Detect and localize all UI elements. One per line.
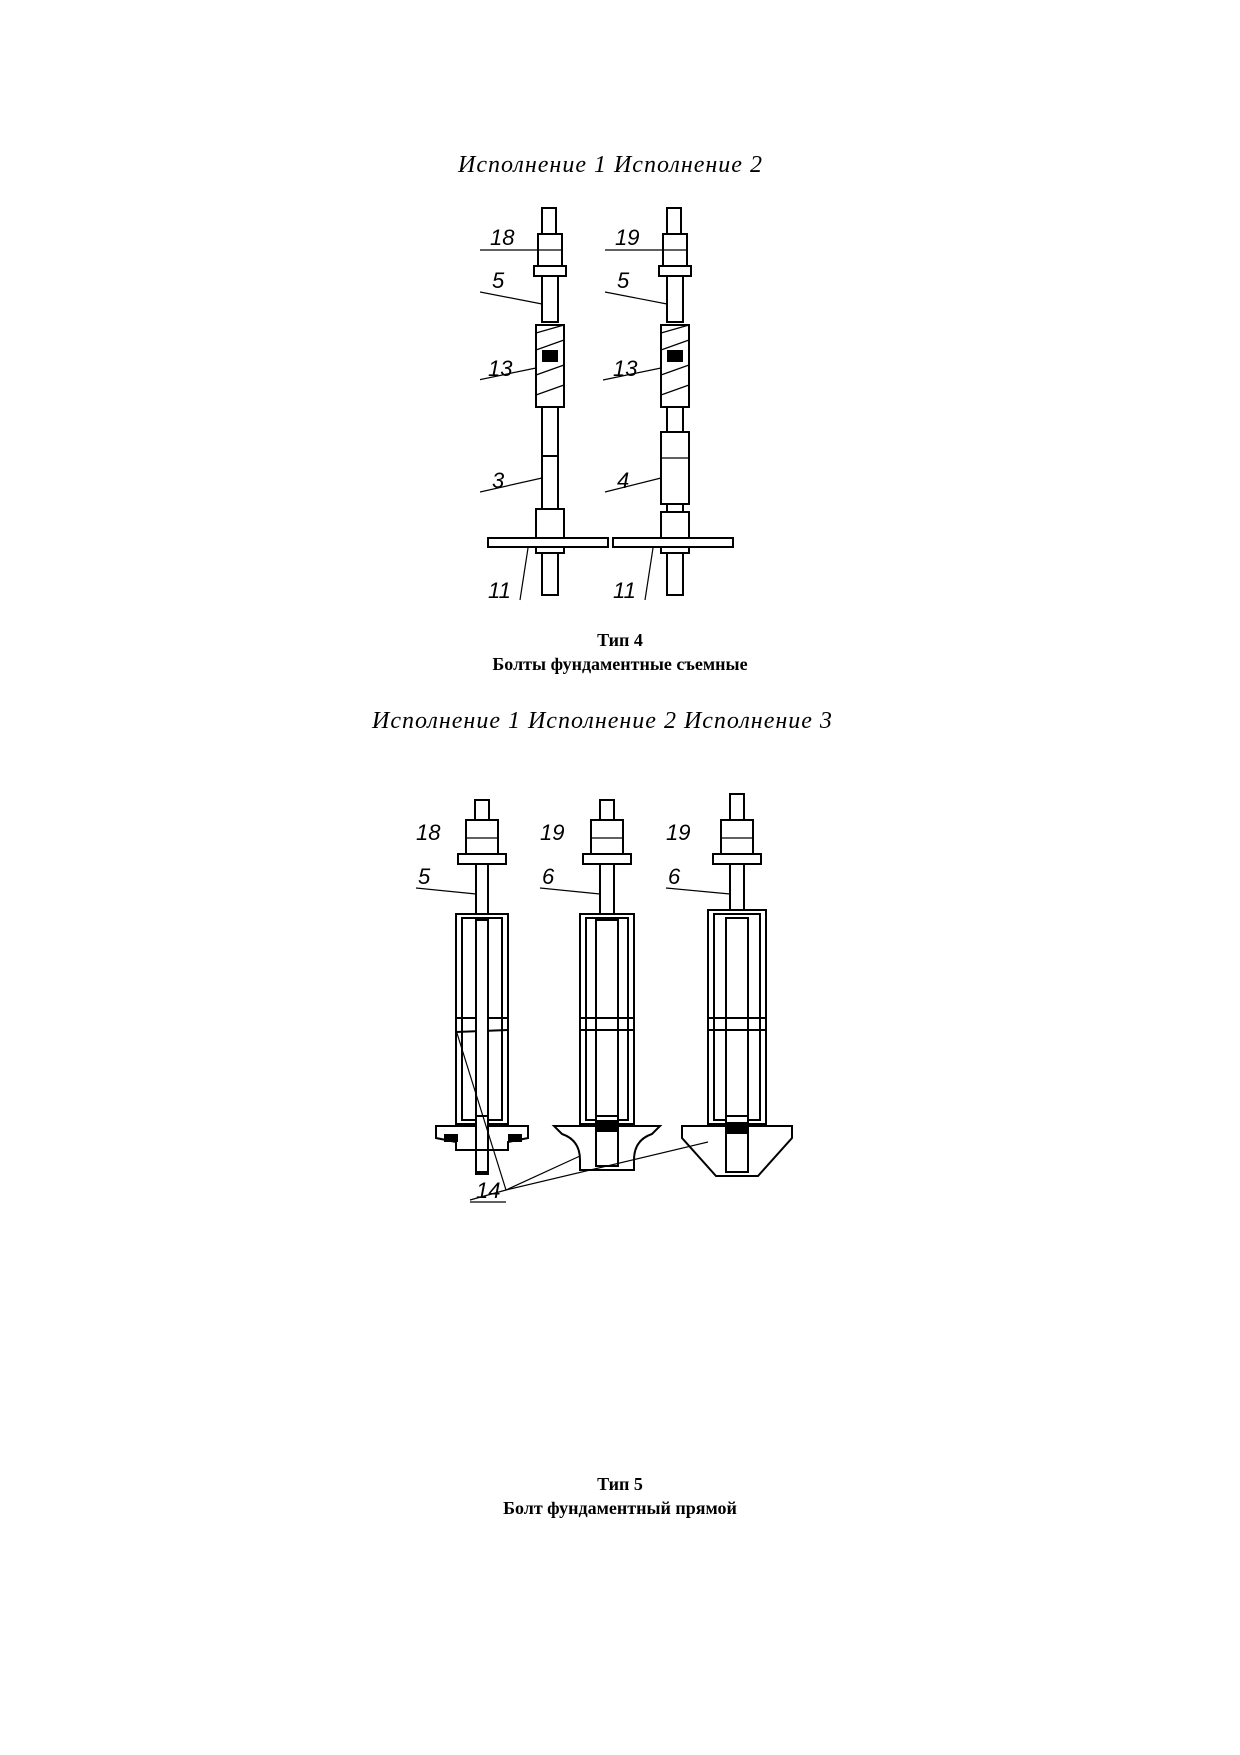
callout-6: 6 [542,864,555,889]
bottom-bolt-1 [415,799,529,1175]
top-bolt-1 [480,207,609,601]
callout-13: 13 [488,356,513,381]
top-bolt-2 [602,207,734,601]
callout-5: 5 [418,864,431,889]
callout-19: 19 [615,225,639,250]
callout-19b: 19 [666,820,690,845]
callout-11b: 11 [613,578,636,603]
bottom-bolt-3 [665,793,793,1177]
callout-19: 19 [540,820,564,845]
callout-5: 5 [492,268,505,293]
callout-13b: 13 [613,356,638,381]
bottom-bolt-drawing: 18 5 19 6 19 6 14 [415,793,793,1203]
callout-18: 18 [490,225,515,250]
callout-4: 4 [617,468,629,493]
bottom-caption: Тип 5 Болт фундаментный прямой [0,1472,1240,1520]
bottom-caption-title: Тип 5 [597,1474,643,1494]
bottom-bolt-2 [539,799,663,1171]
bottom-variant-captions: Исполнение 1 Исполнение 2 Исполнение 3 [372,708,833,734]
callout-6b: 6 [668,864,681,889]
top-variant-captions: Исполнение 1 Исполнение 2 [458,152,763,178]
callout-14: 14 [476,1178,500,1203]
top-caption-title: Тип 4 [597,630,643,650]
bottom-caption-subtitle: Болт фундаментный прямой [503,1498,737,1518]
top-bolt-drawing: 18 5 13 3 11 19 5 13 4 11 [480,207,734,603]
callout-3: 3 [492,468,505,493]
top-caption-subtitle: Болты фундаментные съемные [492,654,748,674]
callout-5b: 5 [617,268,630,293]
top-caption: Тип 4 Болты фундаментные съемные [0,628,1240,676]
callout-18: 18 [416,820,441,845]
callout-11: 11 [488,578,511,603]
